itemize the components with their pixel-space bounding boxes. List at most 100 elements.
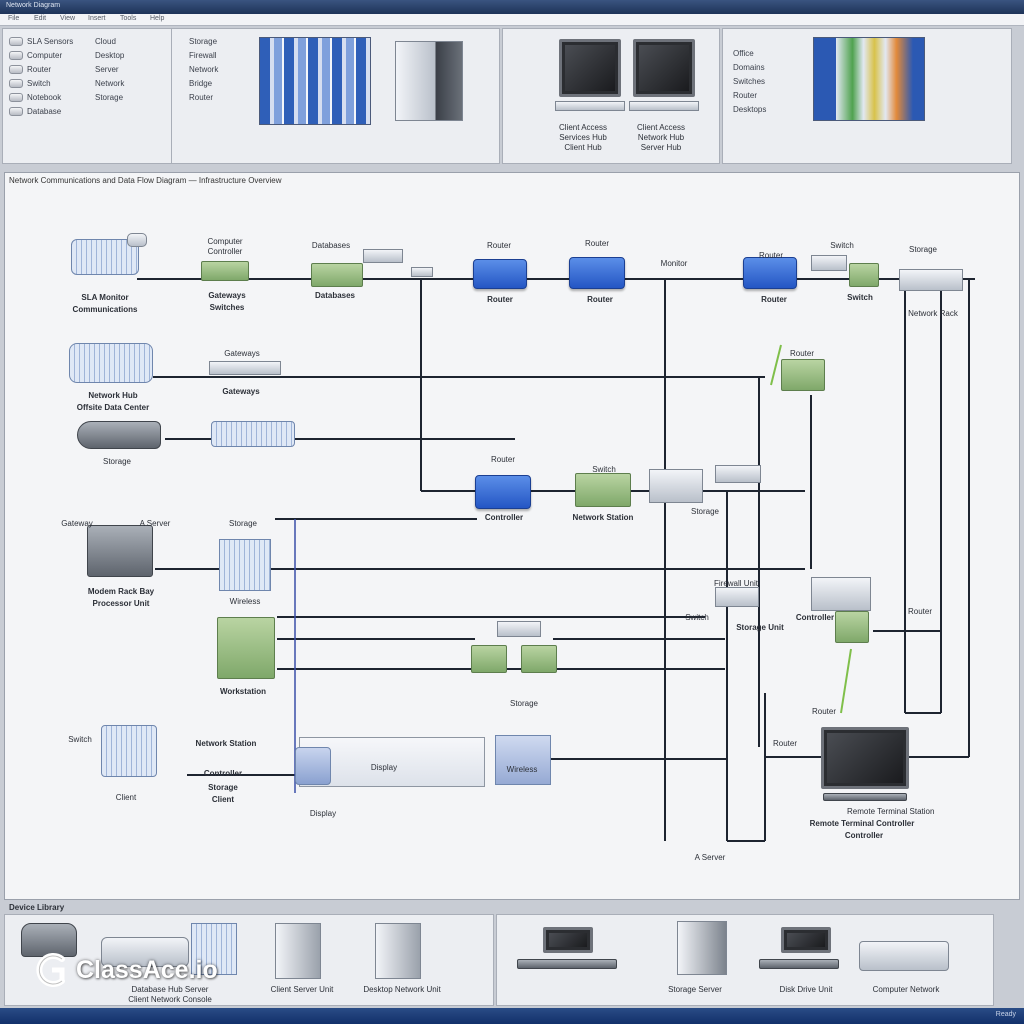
property-item[interactable]: Desktops [733,105,767,114]
node-label: Router [487,295,513,304]
toolbox-item[interactable]: Router [9,63,73,77]
toolbox-item[interactable]: Switch [9,77,73,91]
toolbox-item[interactable]: SLA Sensors [9,35,73,49]
toolbox-item[interactable]: Bridge [189,79,213,88]
offsite-server-icon[interactable] [69,343,153,383]
modem-rack-icon[interactable] [217,617,275,679]
display-monitor-icon[interactable] [821,727,909,789]
property-item[interactable]: Router [733,91,758,100]
monitor-icon[interactable] [543,927,593,953]
hub-icon [811,255,847,271]
node-sublabel: Switches [209,303,245,312]
switch-icon[interactable] [849,263,879,287]
server-rack-icon[interactable] [395,41,463,121]
toolbox-item[interactable]: Cloud [95,37,116,46]
server-tower-icon[interactable] [677,921,727,975]
menu-item-file[interactable]: File [8,15,20,22]
node-label: Monitor [660,259,688,268]
node-label: Storage [102,457,132,466]
router-icon[interactable] [743,257,797,289]
toolbox-item[interactable]: Server [95,65,119,74]
window-title: Network Diagram [6,2,61,9]
network-rack-icon[interactable] [211,421,295,447]
hub-icon[interactable] [209,361,281,375]
diagram-canvas[interactable]: Network Communications and Data Flow Dia… [4,172,1020,900]
menu-item-insert[interactable]: Insert [88,15,106,22]
server-icon[interactable] [295,747,331,785]
printer-icon[interactable] [859,941,949,971]
node-label: Switch [847,293,873,302]
storage-unit-icon[interactable] [495,735,551,785]
monitor-icon[interactable] [559,39,621,97]
controller-icon[interactable] [835,611,869,643]
library-title: Device Library [9,903,65,912]
property-item[interactable]: Switches [733,77,766,86]
toolbox-item[interactable]: Storage [95,93,124,102]
property-item[interactable]: Domains [733,63,765,72]
connection-line [840,648,852,714]
toolbox-item[interactable]: Storage [189,37,218,46]
node-label: Router [587,295,613,304]
node-label: Controller [484,513,524,522]
node-label: Network Rack [908,309,958,318]
server-tower-icon[interactable] [275,923,321,979]
server-rack-icon[interactable] [191,923,237,975]
toolbox-item[interactable]: Computer [9,49,73,63]
monitor-icon[interactable] [781,927,831,953]
menu-item-view[interactable]: View [60,15,76,22]
property-item[interactable]: Office [733,49,754,58]
database-icon [9,107,23,117]
node-label: A Server [694,853,726,862]
database-icon[interactable] [21,923,77,957]
node-label: Router [486,241,511,250]
hub-icon [715,587,759,607]
connection-lines [137,278,975,842]
menu-item-edit[interactable]: Edit [34,15,47,22]
toolbox-item[interactable]: Database [9,105,73,119]
database-icon[interactable] [311,263,363,287]
toolbox-item[interactable]: Network [189,65,219,74]
classace-logo-icon [36,953,65,987]
menu-item-help[interactable]: Help [150,15,165,22]
router-icon[interactable] [473,259,527,289]
toolbox-item[interactable]: Network [95,79,125,88]
storage-array-icon[interactable] [899,269,963,291]
toolbox-item[interactable]: Notebook [9,91,73,105]
library-label: Storage Server [668,985,722,994]
canvas-header: Network Communications and Data Flow Dia… [9,176,282,185]
switch-icon[interactable] [781,359,825,391]
console-icon[interactable] [101,937,189,967]
preview-thumbnail[interactable] [259,37,371,125]
network-station-icon[interactable] [575,473,631,507]
storage-drive-icon[interactable] [77,421,161,449]
keyboard-icon [555,101,625,111]
toolbox-item[interactable]: Desktop [95,51,125,60]
node-label: Computer [207,237,243,246]
toolbox-item[interactable]: Firewall [189,51,217,60]
workstation-icon[interactable] [649,469,703,503]
toolbox-item[interactable]: Router [189,93,214,102]
node-label: Gateway [61,519,93,528]
printer-station-icon[interactable] [811,577,871,611]
node-label: Databases [314,291,356,300]
node-label: Gateways [208,291,246,300]
menu-item-tools[interactable]: Tools [120,15,137,22]
switch-icon[interactable] [471,645,507,673]
toolbox-list-right: Cloud Desktop Server Network Storage [95,35,124,105]
switch-icon[interactable] [521,645,557,673]
node-label: Databases [311,241,351,250]
server-tower-icon[interactable] [375,923,421,979]
server-rack-icon[interactable] [219,539,271,591]
controller-icon[interactable] [201,261,249,281]
preview-label: Client Hub [564,143,602,152]
device-preview-panel: Client Access Services Hub Client Hub Cl… [502,28,720,164]
node-label: Router [584,239,609,248]
toolbox-list-mid: Storage Firewall Network Bridge Router [189,35,218,105]
router-icon[interactable] [569,257,625,289]
node-label: Router [490,455,515,464]
server-box-icon[interactable] [87,525,153,577]
router-icon[interactable] [475,475,531,509]
workstation-icon[interactable] [101,725,157,777]
monitor-icon[interactable] [633,39,695,97]
preview-thumbnail[interactable] [813,37,925,121]
